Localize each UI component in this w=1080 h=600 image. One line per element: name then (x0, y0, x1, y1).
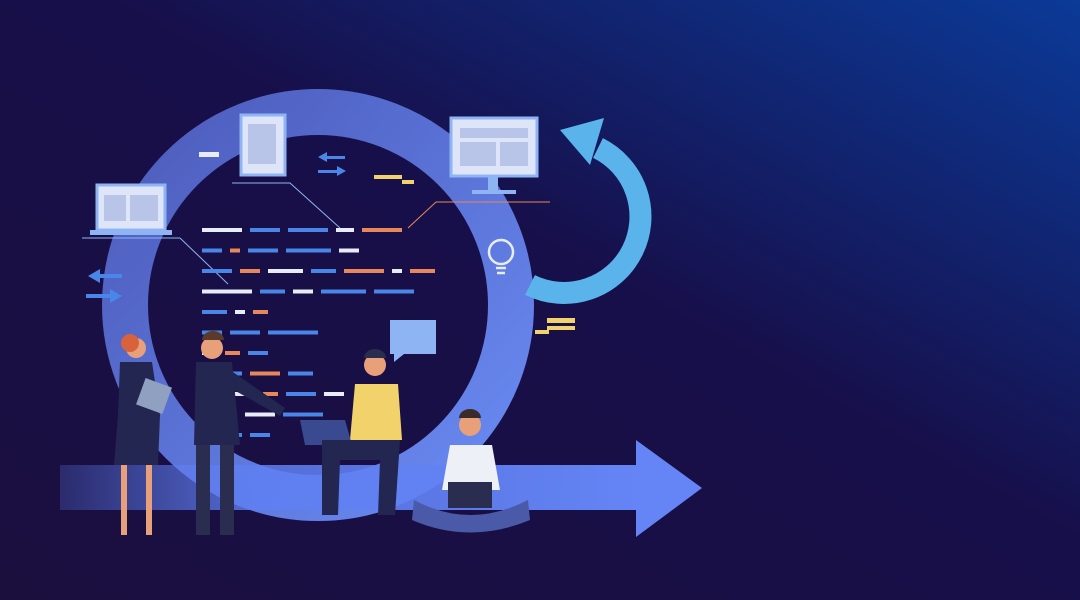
code-dash (263, 392, 278, 396)
person-crosslegged-laptop (412, 409, 530, 533)
code-dash (250, 433, 270, 437)
person-woman-tablet (114, 334, 172, 535)
code-dash (311, 269, 336, 273)
person-man-pointing (194, 331, 285, 535)
lightbulb-icon (487, 238, 515, 275)
code-dash (288, 228, 328, 232)
code-dash (362, 228, 402, 232)
code-dash (324, 392, 344, 396)
swap-arrows-icon (86, 152, 346, 303)
person-sitting-laptop (300, 349, 402, 515)
code-dash (245, 412, 275, 417)
progress-arrow (60, 440, 702, 537)
chat-bubble-icon (390, 320, 436, 354)
code-dash (240, 269, 260, 273)
code-dash (250, 228, 280, 232)
code-dash (235, 310, 245, 314)
tablet-icon (232, 113, 341, 229)
code-dash (202, 289, 252, 294)
code-dash (321, 289, 366, 294)
code-dash (225, 392, 255, 396)
cycle-arrow (525, 118, 652, 304)
code-dash (286, 248, 331, 253)
code-dash (230, 330, 260, 335)
code-dash (288, 371, 313, 376)
code-dash (344, 269, 384, 273)
dash-decoration (199, 152, 219, 157)
yellow-decoration (374, 175, 575, 334)
code-dash (253, 310, 268, 314)
code-dash (374, 289, 414, 294)
code-dash (283, 412, 323, 417)
code-dash (392, 269, 402, 273)
code-dash (250, 371, 280, 376)
monitor-icon (407, 116, 550, 229)
code-dash (202, 310, 227, 314)
code-dash (286, 392, 316, 396)
code-dash (268, 269, 303, 273)
code-dash (339, 248, 359, 253)
code-dash (202, 269, 232, 273)
code-dash (260, 289, 285, 294)
code-dash (248, 248, 278, 253)
code-dash (248, 351, 268, 355)
code-dash (336, 228, 354, 232)
laptop-icon (82, 183, 229, 285)
code-dash (293, 289, 313, 294)
code-dash (410, 269, 435, 273)
code-dash (202, 228, 242, 232)
code-dash (202, 248, 222, 253)
code-dash (225, 351, 240, 355)
code-dash (268, 330, 318, 335)
code-dash (230, 248, 240, 253)
